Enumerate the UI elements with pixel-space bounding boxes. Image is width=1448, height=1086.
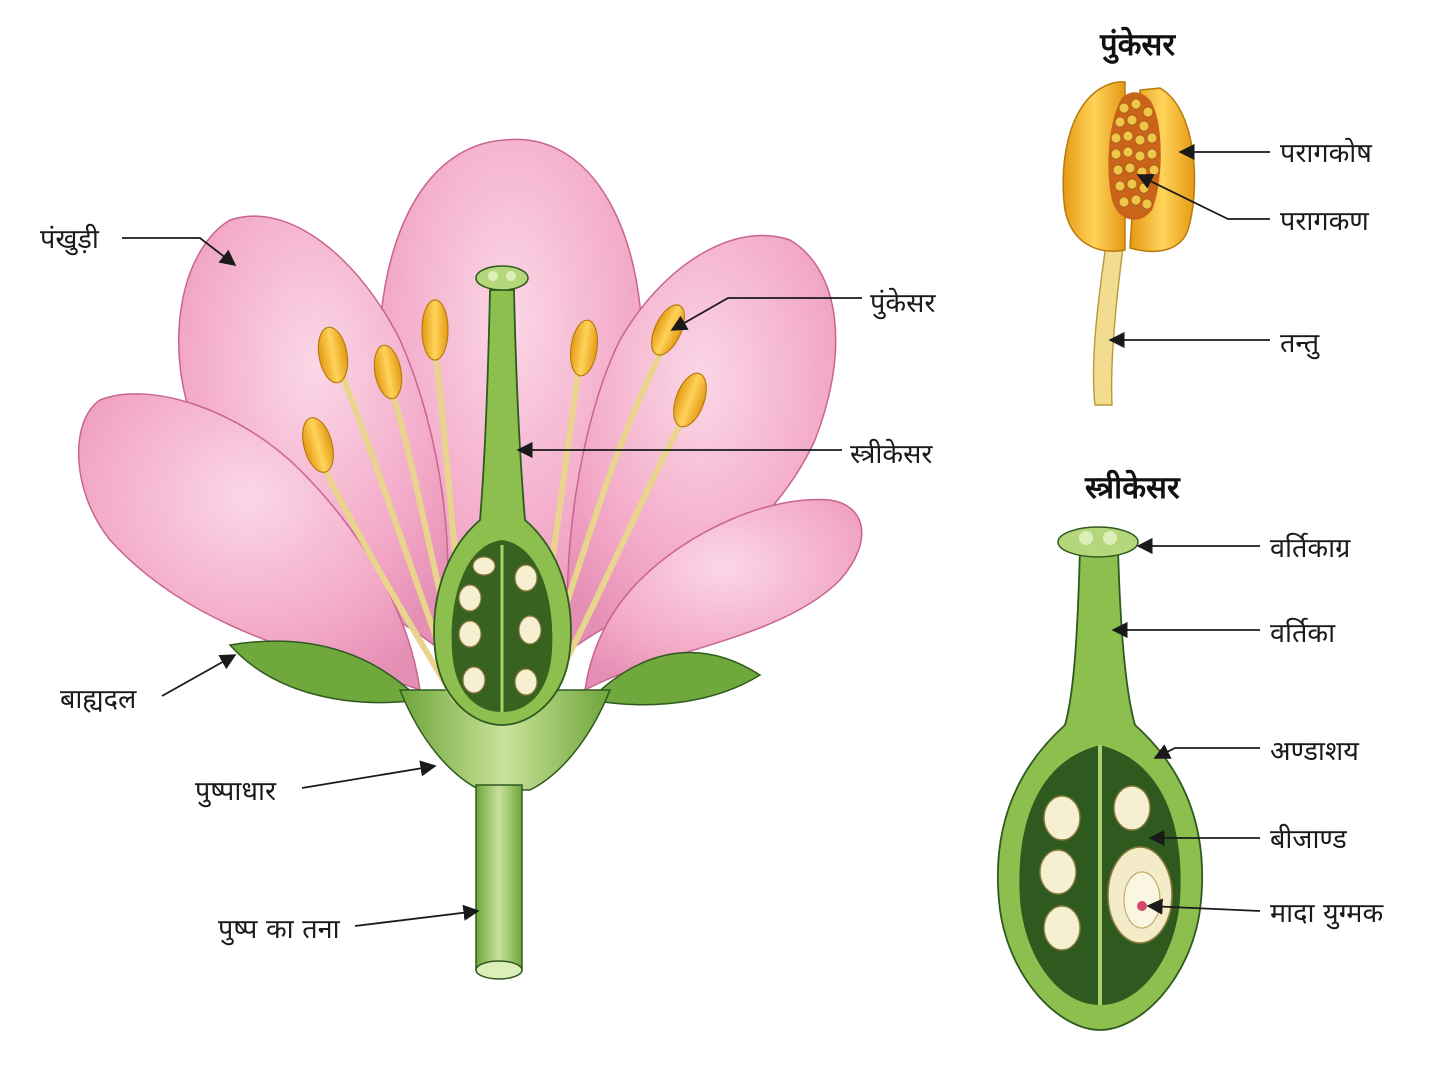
sepal-left <box>228 640 422 704</box>
label-egg: मादा युग्मक <box>1270 898 1384 930</box>
stamen-detail-title: पुंकेसर <box>1099 26 1176 64</box>
petal-front-left <box>77 393 421 692</box>
label-anther: परागकोष <box>1280 137 1372 169</box>
stem-cut <box>475 960 523 980</box>
pointer-egg <box>1146 898 1261 915</box>
label-ovule: बीजाण्ड <box>1270 823 1347 855</box>
detail-stigma <box>1057 526 1139 558</box>
label-ovary: अण्डाशय <box>1270 736 1360 767</box>
pistil-detail: स्त्रीकेसर वर्तिकाग्र वर्तिका अण्डाशय बी… <box>996 469 1384 1031</box>
sepal-right <box>588 651 762 706</box>
detail-embryo-sac <box>1123 871 1161 929</box>
label-receptacle: पुष्पाधार <box>195 776 277 808</box>
receptacle <box>398 689 612 791</box>
pointer-pedicel <box>354 904 480 927</box>
label-pollen: परागकण <box>1280 206 1369 237</box>
label-pistil: स्त्रीकेसर <box>850 438 933 470</box>
label-stigma: वर्तिकाग्र <box>1270 532 1351 564</box>
pointer-ovary <box>1153 744 1260 759</box>
pointer-sepal <box>161 654 237 697</box>
label-filament: तन्तु <box>1280 328 1320 360</box>
label-stamen: पुंकेसर <box>870 287 936 320</box>
stigma-lobe <box>1079 531 1093 545</box>
detail-egg <box>1137 901 1147 911</box>
label-petal: पंखुड़ी <box>40 223 100 256</box>
stigma-lobe <box>1103 531 1117 545</box>
flower-labels: पंखुड़ी पुंकेसर स्त्रीकेसर बाह्यदल पुष्प… <box>40 223 936 946</box>
detail-ovules <box>1039 785 1151 951</box>
pedicel <box>475 784 523 971</box>
pointer-pollen <box>1136 174 1270 220</box>
label-style: वर्तिका <box>1270 617 1336 649</box>
pointer-receptacle <box>301 760 437 789</box>
label-sepal: बाह्यदल <box>60 684 137 715</box>
flower-illustration <box>77 138 863 980</box>
pointer-stamen <box>670 297 862 331</box>
detail-pollen-grains <box>1110 98 1160 210</box>
detail-anther-left <box>1062 81 1126 252</box>
label-pedicel: पुष्प का तना <box>218 914 341 946</box>
detail-filament <box>1092 229 1126 406</box>
petal-front-right <box>584 498 863 692</box>
pointer-petal <box>122 237 237 266</box>
stamen-detail: पुंकेसर परागकोष परागकण तन्तु <box>1062 26 1372 406</box>
pistil-detail-title: स्त्रीकेसर <box>1084 469 1181 506</box>
pistil <box>433 265 572 726</box>
